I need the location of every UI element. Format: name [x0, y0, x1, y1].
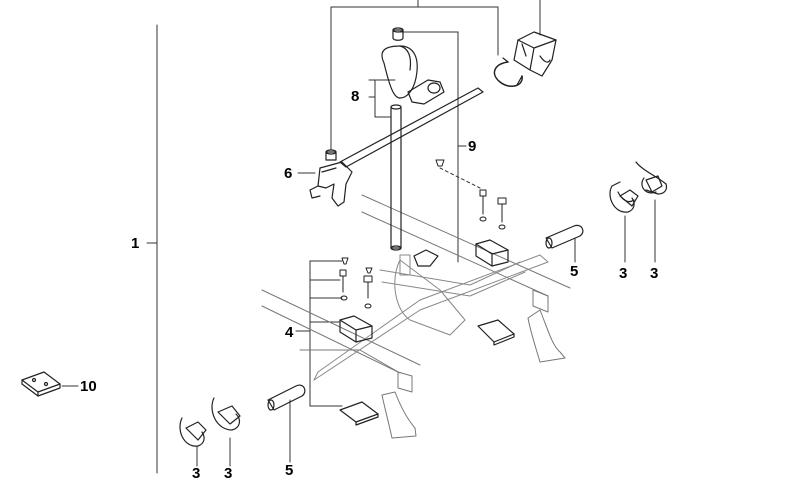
strap-clip-right-2 — [635, 161, 668, 195]
clamp-bracket-mid — [413, 249, 439, 267]
callout-8: 8 — [351, 88, 360, 105]
callout-5-right: 5 — [570, 263, 579, 280]
leader-lines — [61, 0, 656, 474]
callout-6: 6 — [284, 165, 293, 182]
screws-and-washers — [339, 159, 507, 309]
callout-10: 10 — [80, 378, 97, 395]
frame-holder-head — [381, 27, 445, 105]
wheel-clamp-top — [493, 31, 557, 87]
plate-left — [339, 401, 379, 426]
mast-assembly — [339, 87, 484, 251]
callout-3-right-a: 3 — [619, 265, 628, 282]
strap-clip-left-1 — [179, 417, 207, 447]
knob-left — [267, 384, 306, 411]
roof-rails — [261, 194, 571, 439]
callout-3-left-b: 3 — [224, 465, 233, 482]
callout-9: 9 — [468, 138, 477, 155]
bike-holder-frame — [313, 254, 549, 381]
callout-5-left: 5 — [285, 462, 294, 479]
clamp-claw — [309, 149, 353, 207]
clamp-block-center — [475, 239, 509, 267]
plate-10 — [21, 371, 61, 397]
knob-right — [545, 224, 584, 249]
callout-1: 1 — [131, 235, 140, 252]
strap-clip-right-1 — [609, 181, 639, 213]
callout-3-right-b: 3 — [650, 265, 659, 282]
clamp-block-left — [339, 315, 373, 343]
plate-center — [477, 319, 515, 346]
callout-3-left-a: 3 — [192, 465, 201, 482]
callout-4: 4 — [285, 324, 294, 341]
strap-clip-left-2 — [211, 397, 241, 431]
